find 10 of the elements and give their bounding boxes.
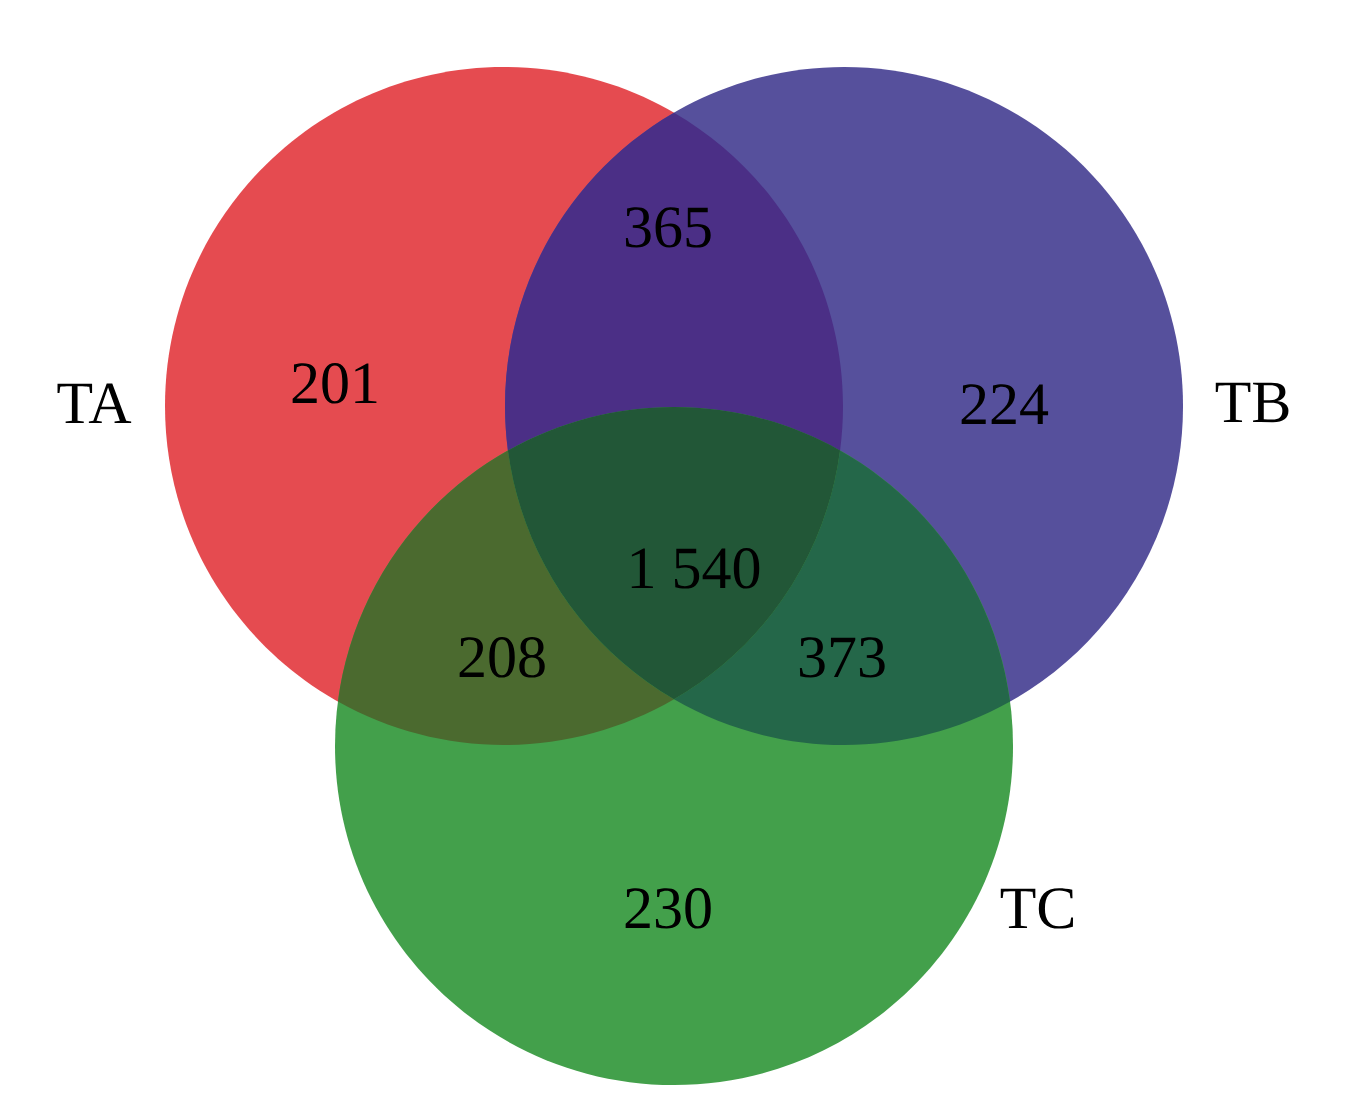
region-count: 1 540 [631, 548, 760, 589]
set-label: TA [57, 383, 132, 423]
region-count: 365 [625, 207, 711, 248]
region-count: 224 [961, 384, 1049, 424]
region-count: 230 [625, 888, 711, 929]
region-count: 373 [799, 637, 885, 678]
set-label: TB [1215, 382, 1289, 423]
region-count: 201 [292, 363, 377, 404]
region-count: 208 [459, 637, 545, 678]
set-label: TC [1000, 888, 1074, 929]
